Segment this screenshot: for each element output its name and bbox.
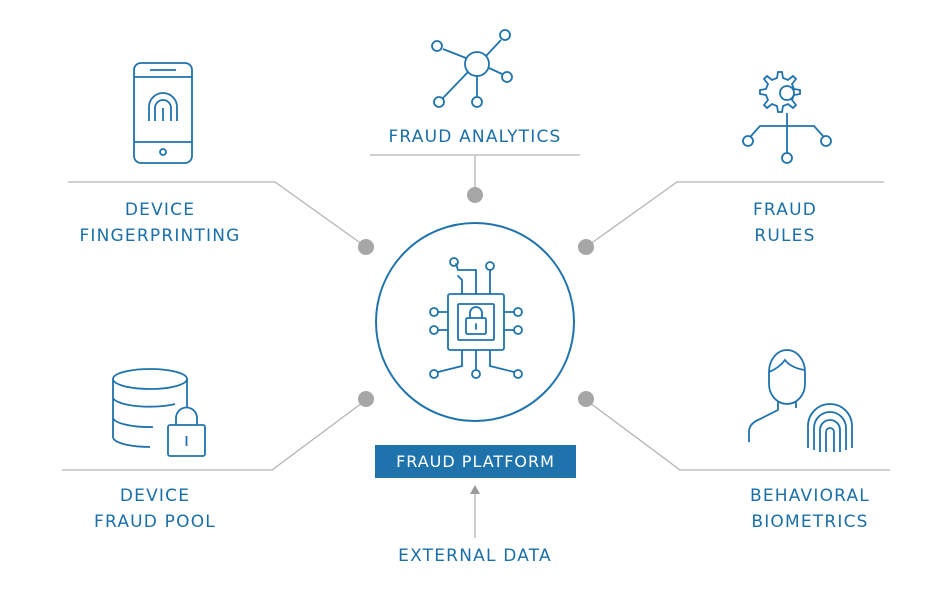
device-fraud-pool-dot [358, 391, 374, 407]
external-data-arrowhead [470, 485, 480, 494]
fraud-rules-line1: FRAUD [752, 200, 818, 220]
person-fingerprint-icon [748, 349, 853, 452]
fraud-rules-line2: RULES [754, 226, 816, 246]
network-node-icon [431, 29, 513, 108]
external-data-text: EXTERNAL DATA [398, 546, 552, 566]
chip-lock-icon [429, 257, 523, 379]
fraud-platform-box: FRAUD PLATFORM [375, 445, 576, 478]
fraud-rules-connector [585, 181, 884, 248]
connectors [62, 154, 890, 538]
center-circle [375, 222, 575, 422]
device-fingerprinting-connector [68, 181, 367, 248]
device-fraud-pool-label: DEVICE FRAUD POOL [70, 483, 240, 535]
device-fraud-pool-connector [62, 399, 367, 471]
fraud-analytics-text: FRAUD ANALYTICS [388, 127, 562, 147]
behavioral-biometrics-connector [585, 399, 890, 471]
behavioral-biometrics-line1: BEHAVIORAL [750, 486, 870, 506]
behavioral-biometrics-line2: BIOMETRICS [751, 512, 869, 532]
fraud-rules-label: FRAUD RULES [700, 197, 870, 249]
device-fingerprinting-label: DEVICE FINGERPRINTING [60, 197, 260, 249]
analytics-dot [467, 187, 483, 203]
behavioral-biometrics-label: BEHAVIORAL BIOMETRICS [720, 483, 900, 535]
device-fingerprinting-line1: DEVICE [124, 200, 196, 220]
device-fingerprinting-line2: FINGERPRINTING [79, 226, 241, 246]
device-fraud-pool-line1: DEVICE [119, 486, 191, 506]
device-fraud-pool-line2: FRAUD POOL [94, 512, 216, 532]
fraud-rules-dot [578, 239, 594, 255]
smartphone-fingerprint-icon [133, 62, 193, 164]
database-lock-icon [112, 368, 206, 457]
device-fingerprinting-dot [358, 239, 374, 255]
connector-dots [358, 187, 594, 407]
fraud-analytics-label: FRAUD ANALYTICS [370, 124, 580, 150]
external-data-label: EXTERNAL DATA [365, 543, 585, 569]
behavioral-biometrics-dot [578, 391, 594, 407]
gear-network-icon [742, 71, 832, 164]
